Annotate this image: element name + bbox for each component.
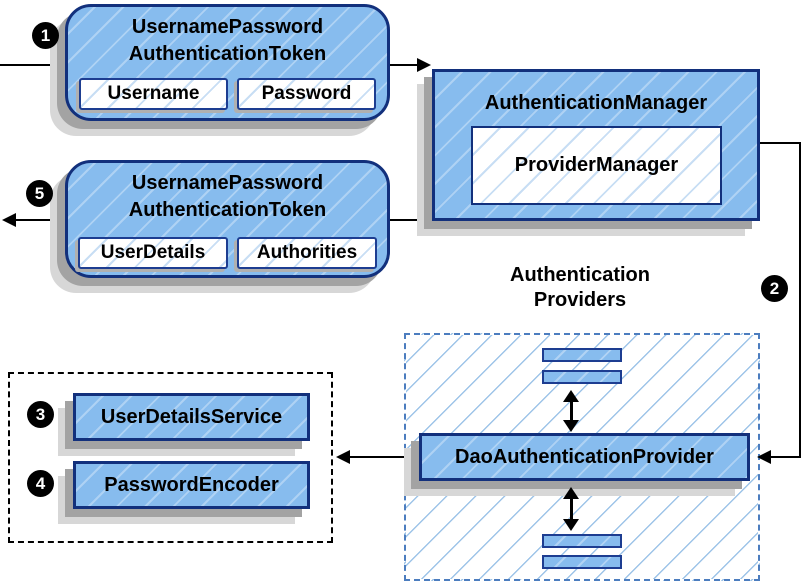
bidirectional-arrow-icon xyxy=(563,390,579,432)
providers-group-label-line1: Authentication xyxy=(510,264,650,286)
password-encoder-node: PasswordEncoder xyxy=(73,461,310,509)
username-password-token-request-node: UsernamePassword AuthenticationToken Use… xyxy=(65,4,390,121)
flow-line-dao-to-beans xyxy=(348,456,420,458)
provider-placeholder-bar xyxy=(542,555,622,569)
username-field: Username xyxy=(79,78,228,110)
step-2-badge: 2 xyxy=(761,275,788,302)
providers-group-label-line2: Providers xyxy=(533,289,627,311)
provider-manager-node: ProviderManager xyxy=(471,126,722,205)
bidirectional-arrow-icon xyxy=(563,487,579,531)
token-fields: Username Password xyxy=(68,78,387,110)
token-fields: UserDetails Authorities xyxy=(68,237,387,269)
node-title-line2: AuthenticationToken xyxy=(128,199,327,221)
password-field: Password xyxy=(237,78,376,110)
arrowhead-right-icon xyxy=(417,58,431,72)
authentication-manager-node: AuthenticationManager ProviderManager xyxy=(432,69,760,221)
arrowhead-left-icon xyxy=(757,450,771,464)
user-details-field: UserDetails xyxy=(78,237,228,269)
step-3-badge: 3 xyxy=(27,401,54,428)
node-title-line1: UsernamePassword xyxy=(131,16,324,38)
arrowhead-left-icon xyxy=(336,450,350,464)
node-title-line2: AuthenticationToken xyxy=(128,43,327,65)
dao-authentication-provider-node: DaoAuthenticationProvider xyxy=(419,433,750,481)
flow-line-manager-to-provider-bottom xyxy=(770,456,801,458)
providers-group-label: Authentication Providers xyxy=(470,263,690,313)
step-4-badge: 4 xyxy=(27,470,54,497)
authentication-manager-title: AuthenticationManager xyxy=(484,92,708,114)
provider-placeholder-bar xyxy=(542,370,622,384)
provider-placeholder-bar xyxy=(542,534,622,548)
flow-line-manager-to-provider-top xyxy=(760,142,801,144)
step-1-badge: 1 xyxy=(32,22,59,49)
node-title: UsernamePassword AuthenticationToken xyxy=(68,170,387,224)
user-details-service-node: UserDetailsService xyxy=(73,393,310,441)
node-title: UsernamePassword AuthenticationToken xyxy=(68,14,387,68)
step-5-badge: 5 xyxy=(26,180,53,207)
flow-line-manager-to-provider-vertical xyxy=(799,142,801,458)
node-title-line1: UsernamePassword xyxy=(131,172,324,194)
arrowhead-left-icon xyxy=(2,213,16,227)
authorities-field: Authorities xyxy=(237,237,377,269)
username-password-token-result-node: UsernamePassword AuthenticationToken Use… xyxy=(65,160,390,278)
provider-placeholder-bar xyxy=(542,348,622,362)
